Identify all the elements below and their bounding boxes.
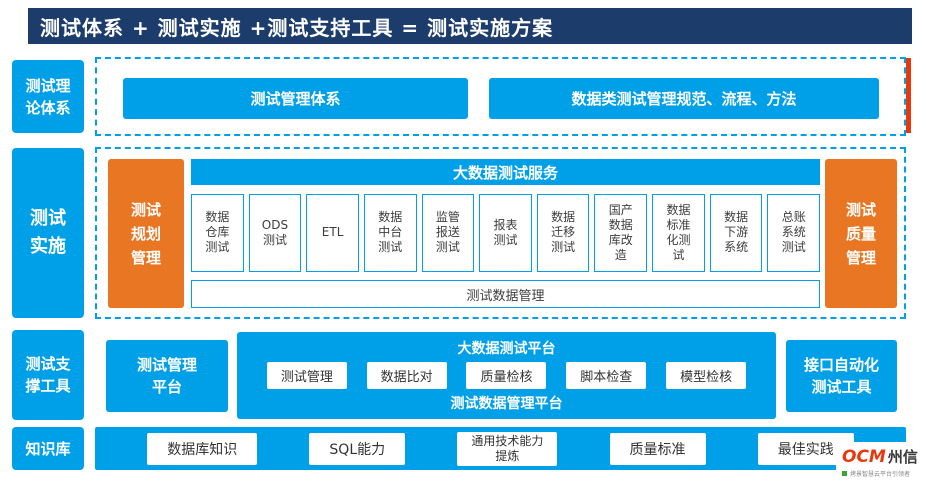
- brand-tagline-text: 烤景智慧云平台引领者: [850, 471, 911, 478]
- knowledge-chip-quality-standard: 质量标准: [609, 432, 706, 465]
- tool-chip-data-comparison: 数据比对: [366, 362, 447, 389]
- knowledge-chip-sql: SQL能力: [309, 432, 406, 465]
- tool-chip-model-check: 模型检核: [666, 362, 747, 389]
- test-planning-management-box: 测试 规划 管理: [108, 159, 184, 308]
- big-data-test-platform-panel: 大数据测试平台 测试管理 数据比对 质量检核 脚本检查 模型检核 测试数据管理平…: [237, 332, 776, 419]
- knowledge-base-panel: 数据库知识 SQL能力 通用技术能力 提炼 质量标准 最佳实践: [95, 427, 906, 470]
- knowledge-chip-general-tech: 通用技术能力 提炼: [457, 431, 558, 466]
- service-chip-etl: ETL: [306, 193, 359, 272]
- test-management-system-box: 测试管理体系: [123, 78, 468, 119]
- test-management-platform-box: 测试管理 平台: [106, 340, 228, 412]
- service-chip-ods: ODS 测试: [248, 193, 302, 272]
- title-bar: 测试体系 + 测试实施 +测试支持工具 = 测试实施方案: [28, 8, 912, 44]
- sidebar-label-theory: 测试理 论体系: [12, 60, 84, 133]
- test-data-management-bar: 测试数据管理: [191, 280, 820, 308]
- test-quality-management-box: 测试 质量 管理: [825, 159, 897, 308]
- sidebar-label-implementation: 测试 实施: [12, 148, 84, 318]
- service-chip-domestic-database: 国产 数据 库改 造: [594, 193, 648, 272]
- big-data-test-services-header: 大数据测试服务: [191, 159, 820, 185]
- data-test-standards-box: 数据类测试管理规范、流程、方法: [489, 78, 879, 119]
- support-tools-row-container: 测试管理 平台 大数据测试平台 测试管理 数据比对 质量检核 脚本检查 模型检核…: [95, 329, 906, 421]
- sidebar-label-knowledge-base: 知识库: [12, 427, 84, 470]
- service-chip-general-ledger: 总账 系统 测试: [767, 193, 821, 272]
- tool-chip-test-management: 测试管理: [266, 362, 347, 389]
- tool-chip-script-check: 脚本检查: [566, 362, 647, 389]
- service-chip-data-warehouse: 数据 仓库 测试: [191, 193, 244, 272]
- service-chip-data-migration: 数据 迁移 测试: [536, 193, 590, 272]
- page-title: 测试体系 + 测试实施 +测试支持工具 = 测试实施方案: [40, 15, 554, 40]
- tool-chip-quality-check: 质量检核: [466, 362, 547, 389]
- service-chip-downstream-systems: 数据 下游 系统: [709, 193, 763, 272]
- brand-logo: OCM 州信 烤景智慧云平台引领者: [836, 442, 926, 486]
- brand-logo-mark: OCM: [842, 447, 886, 467]
- brand-logo-name: 州信: [887, 448, 918, 466]
- service-chip-row: 数据 仓库 测试 ODS 测试 ETL 数据 中台 测试 监管 报送 测试 报表…: [191, 193, 821, 272]
- brand-green-icon: [842, 471, 847, 476]
- sidebar-label-support-tools: 测试支 撑工具: [12, 330, 84, 420]
- service-chip-data-standardization: 数据 标准 化测 试: [652, 193, 705, 272]
- test-data-management-platform-footer: 测试数据管理平台: [450, 396, 563, 412]
- theory-row-container: 测试管理体系 数据类测试管理规范、流程、方法: [95, 57, 906, 136]
- big-data-test-platform-header: 大数据测试平台: [457, 341, 556, 357]
- implementation-row-container: 测试 规划 管理 大数据测试服务 数据 仓库 测试 ODS 测试 ETL 数据 …: [95, 147, 906, 319]
- tool-chip-row: 测试管理 数据比对 质量检核 脚本检查 模型检核: [247, 362, 766, 389]
- api-automation-tool-box: 接口自动化 测试工具: [786, 340, 897, 412]
- service-chip-regulatory-reporting: 监管 报送 测试: [421, 193, 475, 272]
- big-data-test-services-panel: 大数据测试服务 数据 仓库 测试 ODS 测试 ETL 数据 中台 测试 监管 …: [191, 159, 821, 308]
- service-chip-report-testing: 报表 测试: [479, 193, 532, 272]
- right-edge-strip: [906, 58, 911, 133]
- service-chip-data-middle-platform: 数据 中台 测试: [363, 193, 417, 272]
- knowledge-chip-database: 数据库知识: [147, 432, 258, 465]
